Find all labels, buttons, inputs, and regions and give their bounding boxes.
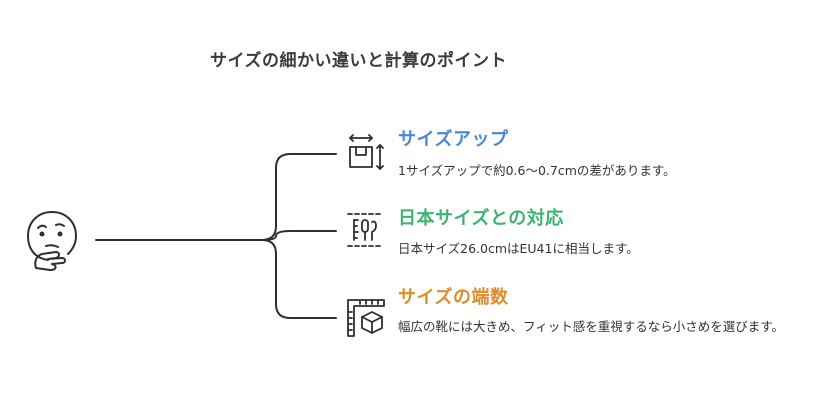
diagram-title: サイズの細かい違いと計算のポイント (210, 51, 507, 71)
branch-middle (261, 230, 337, 241)
heading-size-up: サイズアップ (398, 129, 509, 150)
heading-size-fraction: サイズの端数 (398, 287, 509, 308)
ruler-cube-icon (347, 299, 385, 337)
branch-top (261, 153, 337, 241)
resize-arrows-icon (349, 134, 384, 170)
heading-japan-size: 日本サイズとの対応 (398, 208, 564, 229)
description-japan-size: 日本サイズ26.0cmはEU41に相当します。 (398, 241, 639, 256)
thinking-face-icon (27, 211, 77, 271)
measurement-conversion-icon (347, 213, 383, 247)
description-size-up: 1サイズアップで約0.6〜0.7cmの差があります。 (398, 163, 676, 178)
description-size-fraction: 幅広の靴には大きめ、フィット感を重視するなら小さめを選びます。 (398, 319, 785, 334)
branch-bottom (261, 239, 337, 319)
